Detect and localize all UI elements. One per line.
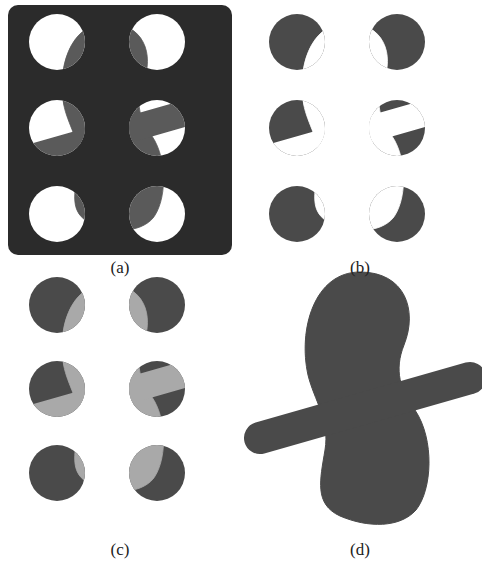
panel-label: (d) (350, 540, 370, 560)
occluder-panel (8, 5, 232, 255)
panel-label: (a) (111, 258, 130, 278)
whole-shape (260, 272, 470, 524)
panel-label: (b) (350, 258, 370, 278)
panel-label: (c) (111, 540, 130, 560)
fragment-panel (265, 14, 437, 242)
two-tone-panel (25, 277, 197, 501)
